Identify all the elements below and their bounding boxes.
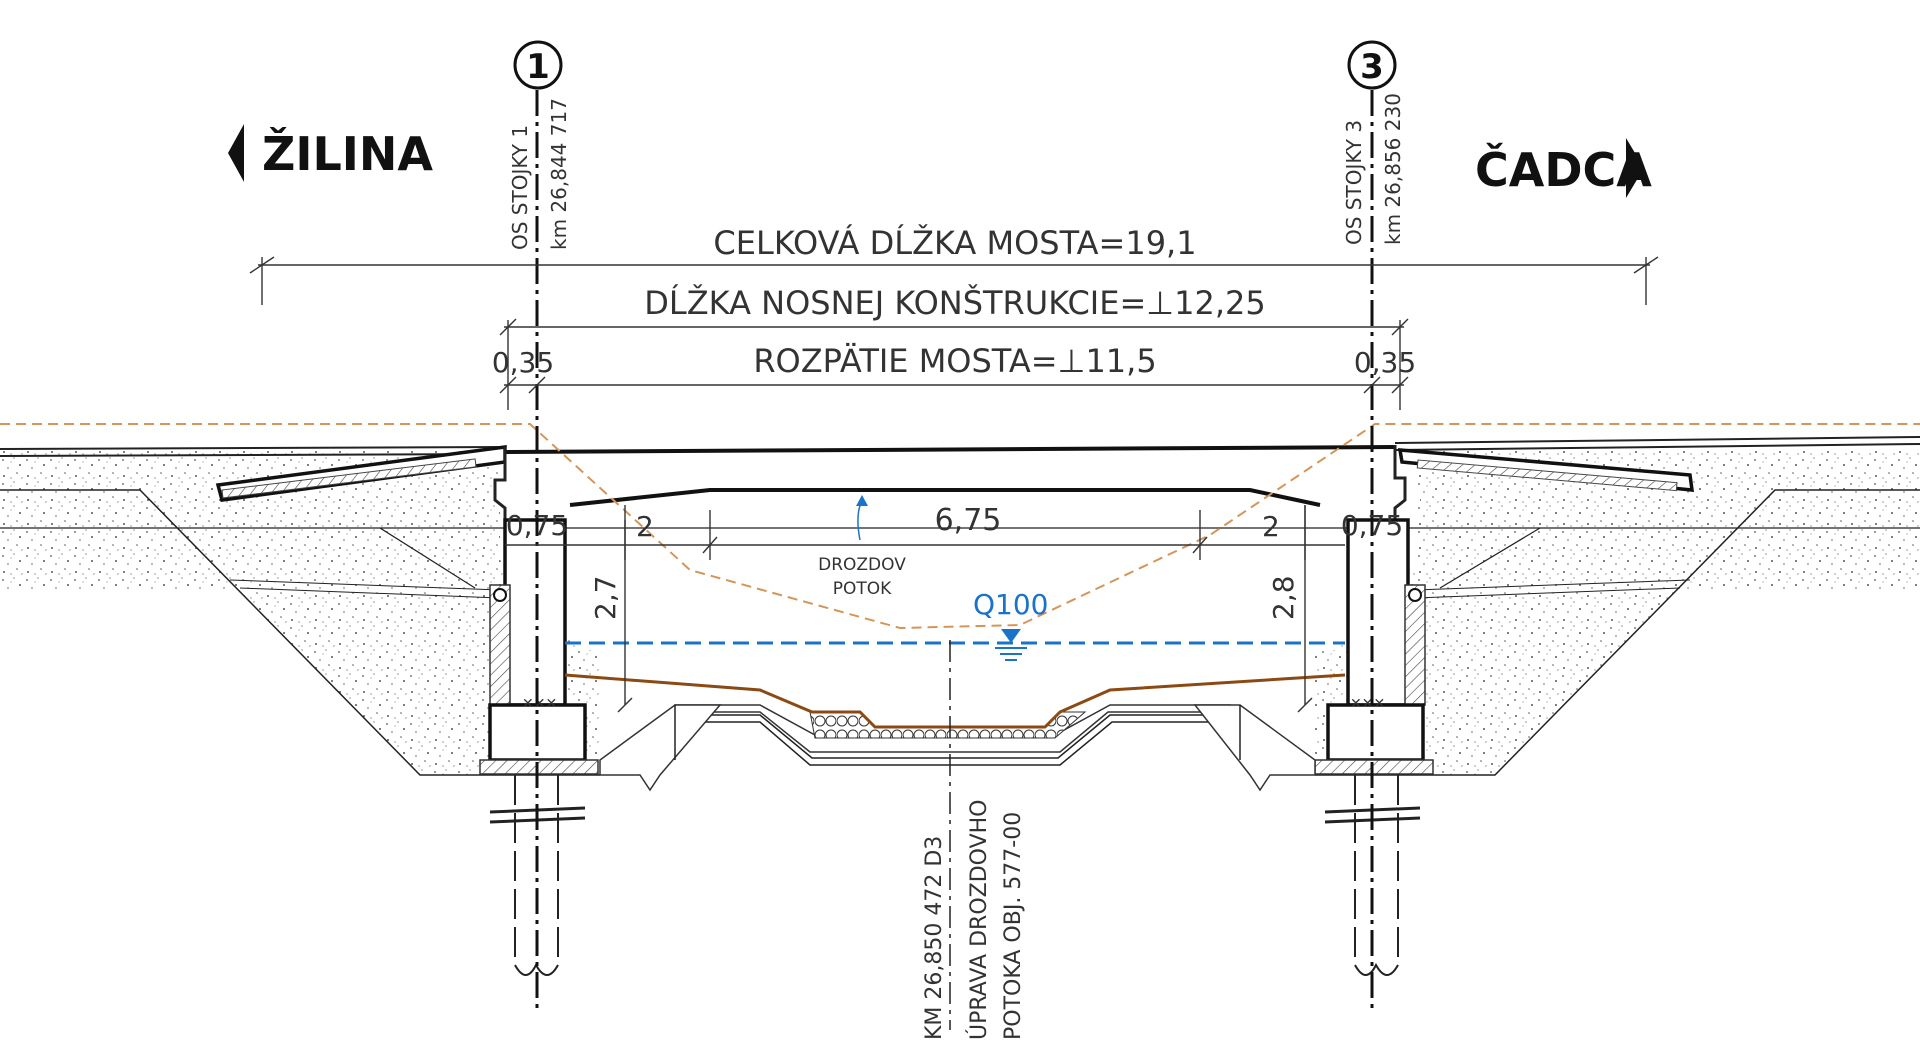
bridge-deck [493,445,1407,520]
abutment-right: ✕✕✕ [1314,518,1434,775]
support-number-1: 1 [526,47,550,87]
arrow-left-icon [228,124,244,182]
stream-name-line1: DROZDOV [818,555,906,575]
channel-note-line1: KM 26,850 472 D3 [922,836,947,1040]
left-height-label: 2,7 [589,575,622,620]
bank-right-label: 2 [1262,510,1280,543]
left-offset-label: 0,35 [492,346,554,379]
support-station-3: km 26,856 230 [1381,93,1405,245]
direction-left: ŽILINA [262,127,433,181]
road-surface [0,436,1920,502]
support-station-1: km 26,844 717 [547,98,571,250]
support-label-1: OS STOJKY 1 [508,125,532,250]
flood-level-label: Q100 [973,588,1048,621]
superstructure-length-label: DĹŽKA NOSNEJ KONŠTRUKCIE=⊥12,25 [644,283,1265,322]
stream-name-line2: POTOK [833,579,892,599]
span-label: ROZPÄTIE MOSTA=⊥11,5 [753,342,1156,380]
right-wall-label: 0,75 [1341,509,1403,542]
abutment-left: ✕✕✕ [479,518,599,775]
support-number-3: 3 [1360,47,1384,87]
support-label-3: OS STOJKY 3 [1342,120,1366,245]
direction-right: ČADCA [1475,143,1652,197]
soil-embankments [0,450,1920,776]
channel-note-line2: ÚPRAVA DROZDOVHO [966,800,992,1041]
bank-left-label: 2 [636,510,654,543]
right-offset-label: 0,35 [1354,346,1416,379]
dimension-lines [249,256,1659,713]
total-length-label: CELKOVÁ DĹŽKA MOSTA=19,1 [713,224,1196,262]
arrow-right-icon [1626,138,1644,198]
water-level-symbol [995,629,1027,661]
svg-text:✕✕✕: ✕✕✕ [1350,696,1385,712]
left-wall-label: 0,75 [506,509,568,542]
svg-text:✕✕✕: ✕✕✕ [522,696,557,712]
stream-channel [564,673,1346,792]
support-marker-1: 1 [513,40,563,90]
support-marker-3: 3 [1347,40,1397,90]
flow-arrow-icon [856,495,868,541]
right-height-label: 2,8 [1267,575,1300,620]
piles [489,775,1421,976]
channel-width-label: 6,75 [935,503,1002,538]
channel-note-line3: POTOKA OBJ. 577-00 [1001,812,1026,1040]
original-terrain-line [0,423,1920,630]
